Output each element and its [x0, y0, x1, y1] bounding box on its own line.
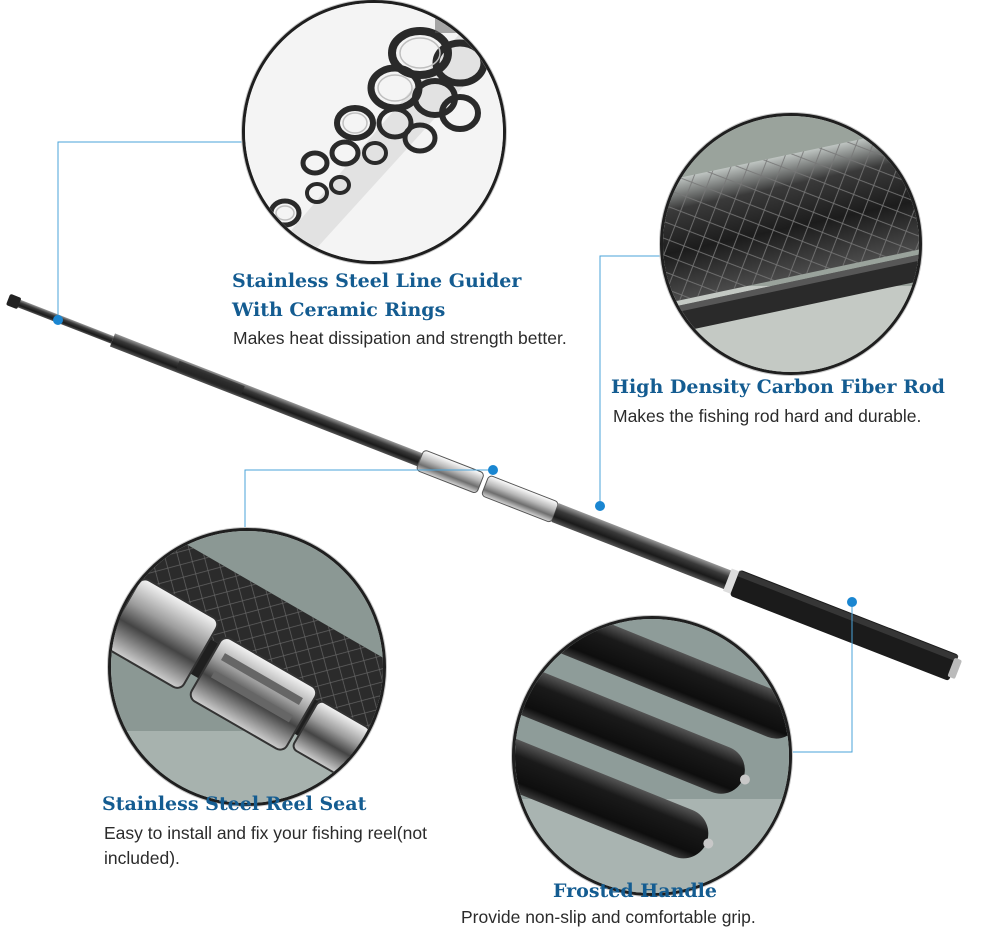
handle-description: Provide non-slip and comfortable grip. [461, 907, 756, 927]
carbon-fiber-title: High Density Carbon Fiber Rod [611, 376, 945, 398]
rod-end-cap [947, 658, 962, 679]
carbon-fiber-description: Makes the fishing rod hard and durable. [613, 406, 922, 426]
rod-tip-cap [6, 294, 21, 309]
reel-seat-title: Stainless Steel Reel Seat [102, 793, 367, 815]
line-guider-description: Makes heat dissipation and strength bett… [233, 328, 567, 348]
callout-dot-handle [847, 597, 857, 607]
rod-reel-seat-upper [416, 450, 484, 494]
handle-photo [515, 619, 789, 893]
callout-dot-reel [488, 465, 498, 475]
reel-seat-photo [111, 531, 383, 803]
rod-reel-seat-lower [481, 475, 559, 523]
callout-line-guides [57, 141, 244, 320]
callout-line-handle [786, 602, 853, 753]
line-guider-title-line1: Stainless Steel Line Guider [232, 270, 522, 292]
callout-line-carbon [599, 255, 660, 505]
rod-decor-band [175, 360, 245, 396]
callout-dot-guides [53, 315, 63, 325]
rod-blank-lower [551, 503, 736, 591]
rod-blank-upper [109, 333, 423, 467]
detail-circle-carbon-fiber [660, 113, 922, 375]
detail-circle-line-guides [242, 0, 506, 264]
handle-title: Frosted Handle [553, 880, 717, 902]
rod-handle [730, 570, 959, 681]
rod-ferrule [723, 568, 740, 594]
callout-dot-carbon [595, 501, 605, 511]
carbon-fiber-photo [663, 116, 919, 372]
detail-circle-reel-seat [108, 528, 386, 806]
callout-line-reel [244, 469, 493, 530]
line-guider-title-line2: With Ceramic Rings [232, 299, 446, 321]
line-guides-photo [245, 3, 503, 261]
detail-circle-handle [512, 616, 792, 896]
reel-seat-description: Easy to install and fix your fishing ree… [104, 823, 427, 868]
